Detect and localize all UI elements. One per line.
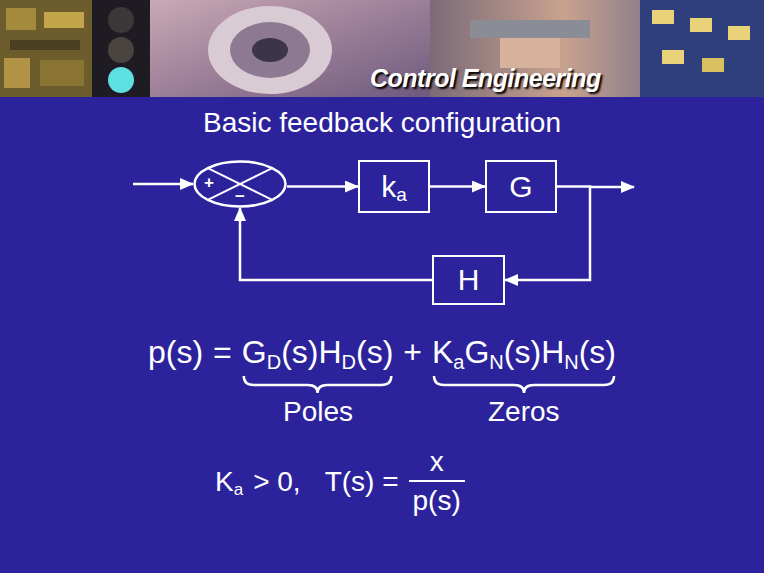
plant-block: G — [485, 160, 557, 213]
equation-term: K — [215, 466, 234, 498]
banner-heading: Control Engineering — [370, 64, 601, 93]
underbrace — [244, 376, 392, 393]
equation-subscript: N — [489, 344, 503, 380]
equation-term: p(s) — [148, 334, 203, 370]
signal-line — [430, 185, 485, 188]
equation-subscript: N — [564, 344, 578, 380]
gain-block: ka — [358, 160, 430, 213]
equation-term: > 0, — [253, 466, 300, 498]
signal-line — [240, 208, 432, 280]
transfer-equation: p(s)=GD(s)HD(s)+KaGN(s)HN(s) — [0, 334, 764, 370]
block-symbol: G — [509, 170, 532, 204]
equation-term: G — [464, 334, 489, 370]
fraction: xp(s) — [409, 446, 465, 517]
input-arrow — [133, 183, 193, 186]
block-label: G — [509, 170, 532, 204]
equation-term: G — [242, 334, 267, 370]
minus-sign: − — [235, 188, 245, 205]
equation-term: = — [213, 334, 232, 370]
poles-label: Poles — [283, 396, 353, 428]
block-subscript: a — [396, 185, 407, 205]
closed-loop-expression: Ka > 0, T(s) = xp(s) — [215, 446, 465, 517]
signal-line — [287, 185, 358, 188]
block-label: H — [458, 263, 480, 297]
plus-sign: + — [204, 174, 214, 191]
junction-circle — [195, 162, 286, 207]
equation-subscript: a — [453, 344, 464, 380]
equation-term: T(s) = — [325, 466, 399, 498]
summing-junction: +− — [193, 160, 287, 208]
equation-term: K — [432, 334, 453, 370]
equation-term: (s) — [356, 334, 393, 370]
fraction-denominator: p(s) — [409, 480, 465, 517]
feedback-block: H — [432, 255, 505, 305]
block-symbol: k — [381, 170, 396, 204]
block-symbol: H — [458, 263, 480, 297]
block-label: ka — [381, 170, 407, 204]
equation-subscript: D — [342, 344, 356, 380]
zeros-label: Zeros — [488, 396, 560, 428]
equation-term: (s)H — [281, 334, 341, 370]
slide-title: Basic feedback configuration — [0, 107, 764, 139]
fraction-numerator: x — [426, 446, 448, 480]
equation-subscript: a — [234, 474, 243, 506]
equation-subscript: D — [267, 344, 281, 380]
underbrace — [434, 376, 614, 393]
equation-term: + — [403, 334, 422, 370]
equation-term: (s)H — [504, 334, 564, 370]
output-arrow — [590, 186, 634, 189]
equation-term: (s) — [579, 334, 616, 370]
